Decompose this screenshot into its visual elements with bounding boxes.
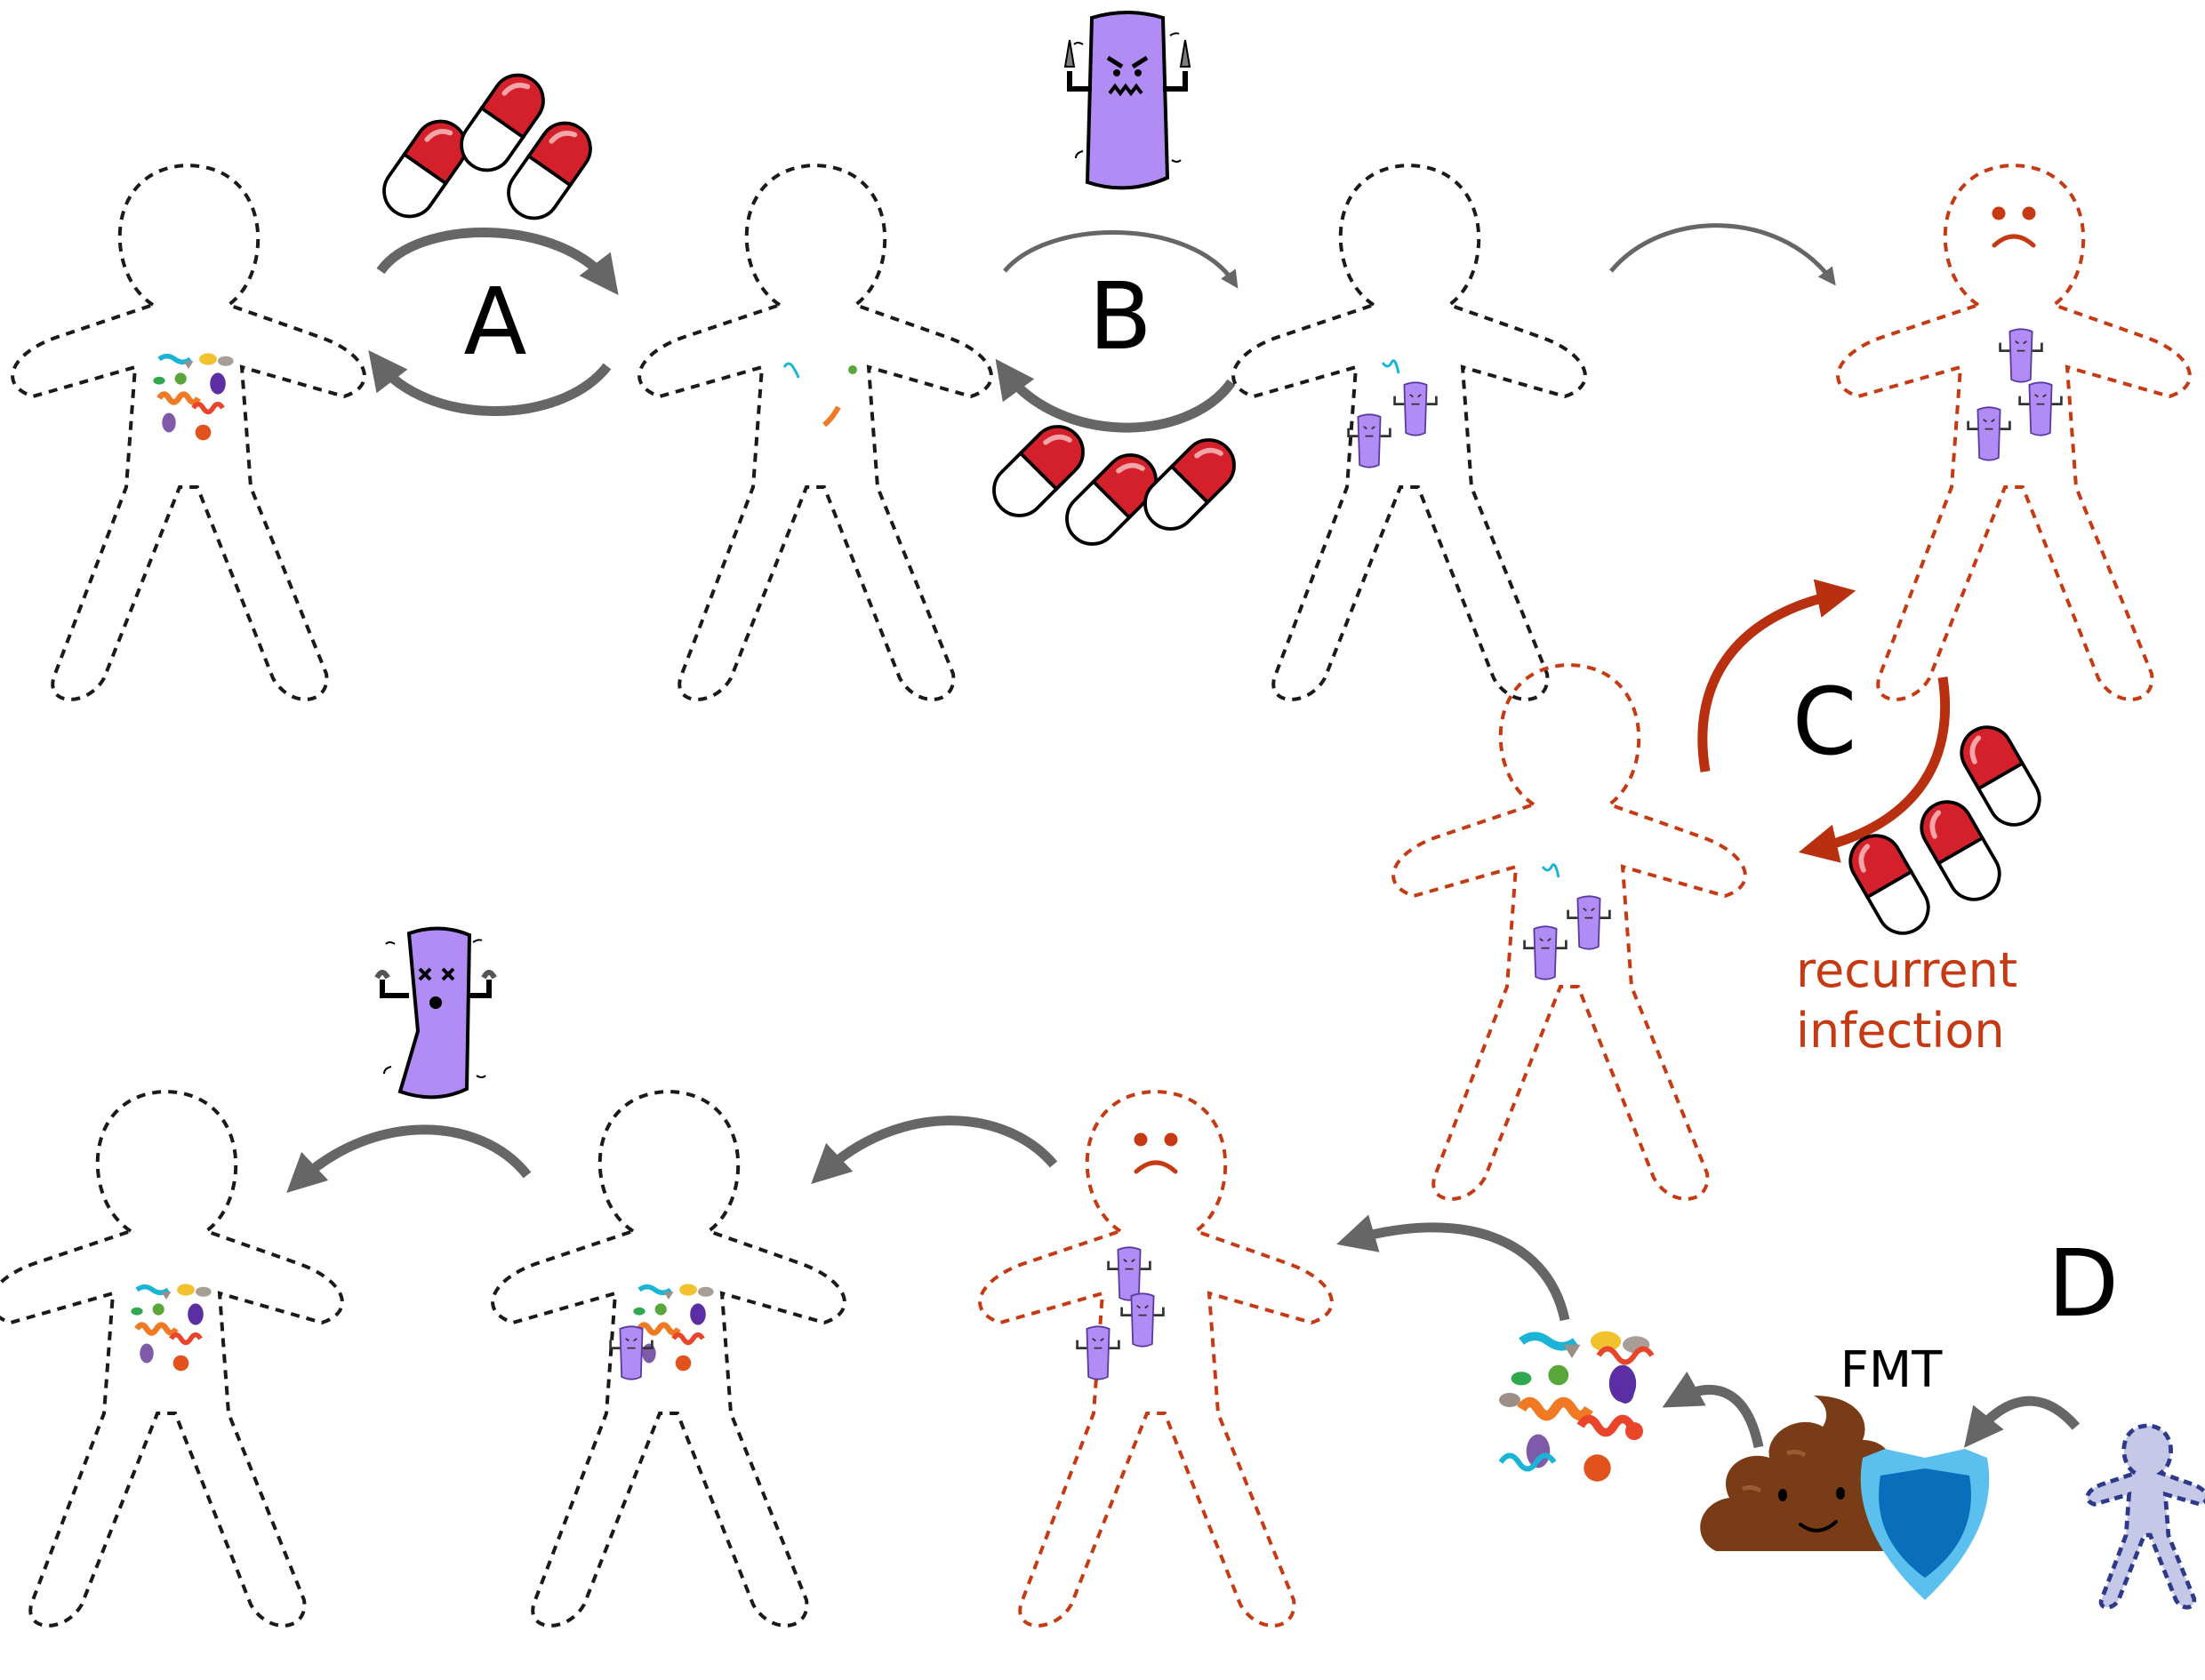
arrow-to-sick-2 [1336,1214,1570,1322]
step-label-d: D [2048,1229,2119,1338]
step-label-b: B [1088,262,1151,371]
arrow-from-poop [1662,1371,1764,1449]
pathogen-small-icon [1393,380,1438,437]
pathogen-small-icon [1523,924,1568,981]
person-sick-2 [978,1090,1334,1628]
microbiota-icon [131,1284,211,1371]
pathogen-small-icon [1999,327,2043,384]
person-colonized [1231,164,1587,701]
arrow-from-donor [1963,1396,2081,1448]
microbiota-icon [633,1284,713,1371]
arrow-to-recovering [811,1116,1058,1185]
cycle-b: B [995,230,1239,433]
microbiota-icon [153,353,233,440]
shield-icon [1860,1449,1990,1600]
microbiota-transplant-icon [1498,1332,1652,1482]
arrow-to-sick [1609,223,1836,286]
step-label-a: A [463,268,526,376]
recurrent-label: recurrent [1796,942,2017,998]
pathogen-small-icon [2018,380,2063,437]
infection-label: infection [1796,1003,2005,1059]
person-restored [0,1090,344,1628]
step-label-c: C [1792,668,1857,776]
sad-face-icon [1135,1133,1177,1172]
pathogen-small-icon [1567,894,1611,951]
cycle-c: C [1697,579,1951,863]
poop-icon [1700,1396,1919,1551]
cycle-a: A [368,228,619,416]
pill-group-b [983,416,1245,555]
person-depleted [637,164,993,701]
pathogen-small-icon [1107,1245,1151,1302]
donor-person-icon [2088,1426,2205,1607]
person-recovering [491,1090,846,1628]
pathogen-small-icon [1076,1324,1120,1381]
pathogen-small-icon [1120,1292,1165,1348]
pill-icon [374,111,476,226]
fmt-label: FMT [1840,1341,1944,1399]
pill-icon [1841,827,1937,943]
pill-group-a [374,65,600,228]
arrow-to-restored [286,1124,532,1194]
angry-pathogen-icon [1063,11,1191,190]
person-sick-1 [1836,164,2192,701]
person-healthy-1 [11,164,366,701]
defeated-pathogen-icon [374,926,497,1100]
sad-face-icon [1993,207,2035,245]
pathogen-small-icon [1347,412,1391,469]
pathogen-small-icon [1967,405,2011,462]
person-sick-recurrent [1391,663,1747,1201]
